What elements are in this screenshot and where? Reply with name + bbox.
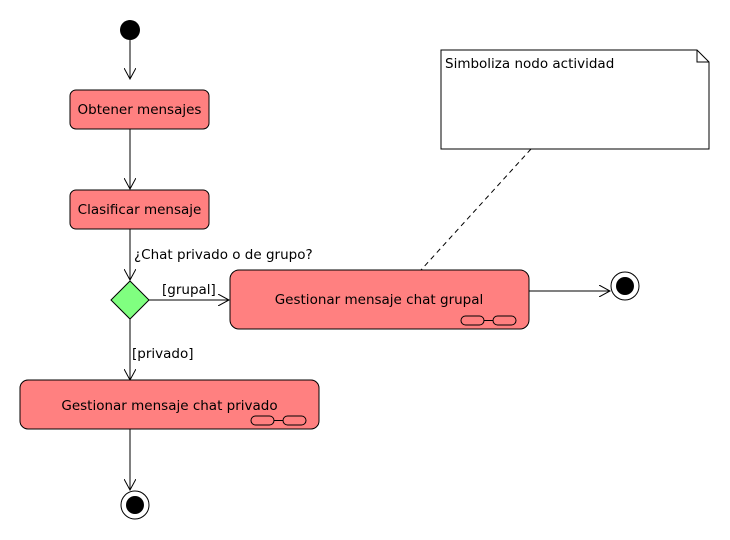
action-clasificar-mensaje: Clasificar mensaje: [69, 189, 210, 230]
guard-grupal-label: [grupal]: [162, 282, 216, 298]
activity-final-icon: [610, 271, 640, 301]
action-obtener-mensajes: Obtener mensajes: [69, 89, 210, 130]
note-text: Simboliza nodo actividad: [445, 56, 614, 72]
activity-final-icon: [120, 490, 150, 520]
rake-icon: [250, 415, 307, 426]
comment-note: Simboliza nodo actividad: [440, 49, 710, 150]
action-obtener-label: Obtener mensajes: [78, 102, 202, 118]
initial-node-icon: [120, 20, 140, 40]
decision-node-icon: [110, 280, 150, 320]
action-privado-label: Gestionar mensaje chat privado: [61, 398, 277, 414]
note-anchor-line: [420, 148, 532, 271]
action-gestionar-privado: Gestionar mensaje chat privado: [19, 379, 320, 430]
decision-question-label: ¿Chat privado o de grupo?: [134, 247, 313, 263]
action-gestionar-grupal: Gestionar mensaje chat grupal: [229, 269, 530, 330]
action-grupal-label: Gestionar mensaje chat grupal: [275, 292, 484, 308]
guard-privado-label: [privado]: [132, 346, 194, 362]
action-clasificar-label: Clasificar mensaje: [78, 202, 202, 218]
rake-icon: [460, 315, 517, 326]
